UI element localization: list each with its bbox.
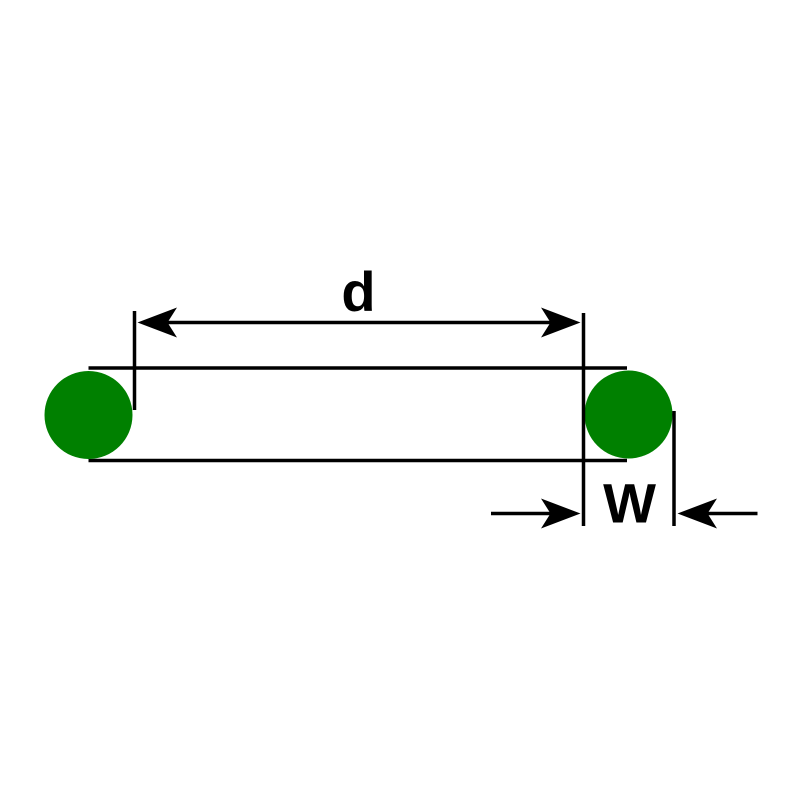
svg-text:d: d [341,260,375,323]
svg-text:W: W [603,471,656,534]
